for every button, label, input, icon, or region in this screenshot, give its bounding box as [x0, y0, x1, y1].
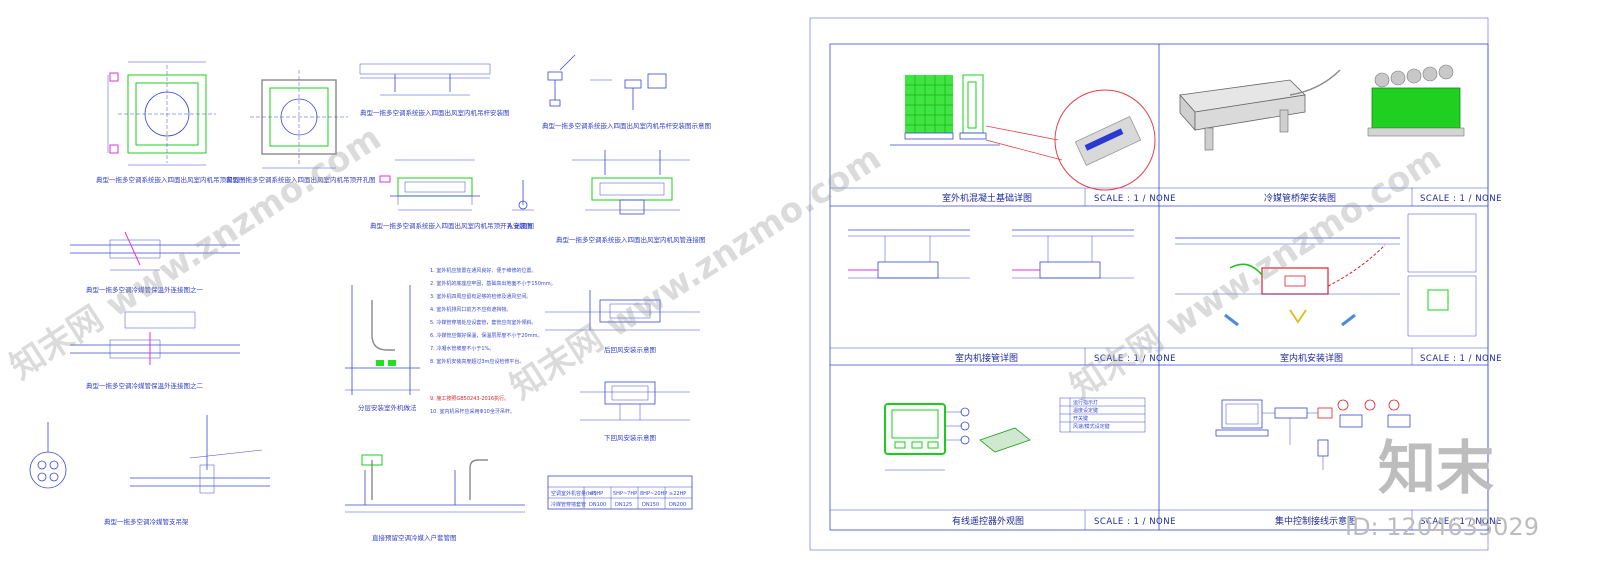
panel-scale-4: SCALE : 1 / NONE — [1420, 354, 1502, 364]
panel-pipe-bridge — [1179, 64, 1465, 151]
panel-title-5: 有线遥控器外观图 — [952, 515, 1024, 527]
panel-scale-1: SCALE : 1 / NONE — [1094, 194, 1176, 204]
table-cell-r1c5: ≥22HP — [669, 491, 686, 497]
caption-10: 典型一拖多空调冷媒管支吊架 — [104, 517, 189, 526]
panel-title-6: 集中控制接线示意图 — [1275, 515, 1356, 527]
note-6: 6. 冷媒管应做好保温，保温层厚度不小于20mm。 — [430, 332, 542, 339]
caption-12: 后回风安装示意图 — [604, 345, 656, 354]
detail-ceiling-opening: 典型一拖多空调系统嵌入四面出风室内机吊顶留洞图 — [96, 61, 246, 184]
detail-ceiling-cutout: 典型一拖多空调系统嵌入四面出风室内机吊顶开孔图 — [226, 70, 376, 184]
caption-13: 下回风安装示意图 — [604, 433, 656, 442]
detail-duct-connection: 典型一拖多空调系统嵌入四面出风室内机风管连接图 — [556, 150, 706, 244]
left-sheet: 典型一拖多空调系统嵌入四面出风室内机吊顶留洞图 典型一拖多空调系统嵌入四面出风室… — [29, 54, 711, 542]
detail-rod-schematic: 典型一拖多空调系统嵌入四面出风室内机吊杆安装图示意图 — [542, 54, 711, 130]
remote-legend-2: 温度设定键 — [1073, 407, 1098, 414]
panel-title-4: 室内机安装详图 — [1280, 352, 1343, 364]
table-cell-r2c1: 冷媒管穿墙套管 — [551, 501, 586, 508]
watermark-text-left: 知末网 www.znzmo.com — [3, 118, 388, 388]
sleeve-size-table: 空调室外机容量(HP) ≤5HP 5HP~7HP 8HP~20HP ≥22HP … — [547, 475, 693, 510]
caption-6: A 剖面图 — [508, 221, 534, 230]
watermark-text-center: 知末网 www.znzmo.com — [503, 138, 888, 408]
caption-8: 典型一拖多空调冷媒管保温外连接图之一 — [86, 285, 204, 294]
caption-1: 典型一拖多空调系统嵌入四面出风室内机吊顶留洞图 — [96, 175, 246, 184]
panel-indoor-install — [1175, 213, 1477, 337]
panel-title-3: 室内机接管详图 — [955, 352, 1018, 364]
note-7: 7. 冷凝水管坡度不小于1%。 — [430, 345, 494, 352]
notes-block: 1. 室外机应放置在通风良好、便于维修的位置。 2. 室外机的底座应牢固，基础高… — [430, 267, 556, 415]
detail-pipe-insulation-2: 典型一拖多空调冷媒管保温外连接图之二 — [70, 311, 240, 390]
table-cell-r2c2: DN100 — [589, 502, 606, 508]
note-8: 8. 室外机安装高度超过3m应设检修平台。 — [430, 358, 524, 365]
table-cell-r1c3: 5HP~7HP — [613, 491, 637, 497]
remote-legend-4: 风速/模式设定键 — [1073, 423, 1110, 430]
table-cell-r1c1: 空调室外机容量(HP) — [551, 490, 597, 497]
table-cell-r2c3: DN125 — [615, 502, 632, 508]
panel-remote-controller: 运行指示灯 温度设定键 开关键 风速/模式设定键 — [884, 397, 1146, 471]
outdoor-units-iso — [1367, 64, 1465, 137]
detail-pipe-sleeves: 直接预留空调冷媒入户套管图 — [345, 454, 525, 542]
caption-9: 典型一拖多空调冷媒管保温外连接图之二 — [86, 381, 204, 390]
caption-11: 分层安装室外机做法 — [358, 403, 417, 412]
caption-14: 直接预留空调冷媒入户套管图 — [372, 533, 457, 542]
detail-indoor-side: 典型一拖多空调系统嵌入四面出风室内机吊顶开孔安装图 — [370, 159, 533, 230]
caption-2: 典型一拖多空调系统嵌入四面出风室内机吊顶开孔图 — [226, 175, 376, 184]
right-sheet: 室外机混凝土基础详图 SCALE : 1 / NONE 冷媒管桥架安装图 SCA… — [809, 17, 1502, 551]
detail-a-section: A 剖面图 — [508, 180, 534, 230]
detail-pipe-support: 典型一拖多空调冷媒管支吊架 — [29, 415, 270, 526]
caption-4: 典型一拖多空调系统嵌入四面出风室内机吊杆安装图示意图 — [542, 121, 711, 130]
panel-scale-3: SCALE : 1 / NONE — [1094, 354, 1176, 364]
detail-rear-return: 后回风安装示意图 — [545, 290, 700, 354]
note-10: 10. 室内机吊杆应采用Φ10全牙吊杆。 — [430, 408, 515, 415]
note-1: 1. 室外机应放置在通风良好、便于维修的位置。 — [430, 267, 536, 274]
panel-indoor-piping — [848, 229, 1134, 279]
table-cell-r1c4: 8HP~20HP — [640, 491, 667, 497]
watermark-logo: 知末 — [1378, 434, 1494, 502]
panel-scale-6: SCALE : 1 / NONE — [1420, 517, 1502, 527]
panel-central-control — [1215, 399, 1411, 470]
panel-scale-5: SCALE : 1 / NONE — [1094, 517, 1176, 527]
note-2: 2. 室外机的底座应牢固，基础高出地面不小于150mm。 — [430, 280, 556, 287]
detail-hanger-rod: 典型一拖多空调系统嵌入四面出风室内机吊杆安装图 — [359, 63, 510, 117]
panel-title-1: 室外机混凝土基础详图 — [942, 192, 1032, 204]
table-cell-r2c4: DN150 — [642, 502, 659, 508]
note-9: 9. 施工按照GB50243-2016执行。 — [430, 395, 509, 402]
note-5: 5. 冷媒管穿墙处应设套管，套管应向室外倾斜。 — [430, 319, 536, 326]
detail-pipe-insulation-1: 典型一拖多空调冷媒管保温外连接图之一 — [70, 231, 240, 294]
caption-7: 典型一拖多空调系统嵌入四面出风室内机风管连接图 — [556, 235, 706, 244]
watermark-text-right: 知末网 www.znzmo.com — [1063, 138, 1448, 408]
note-3: 3. 室外机四周应留有足够的检修及通风空间。 — [430, 293, 531, 300]
watermark-id: ID: 1204635029 — [1345, 513, 1539, 541]
panel-scale-2: SCALE : 1 / NONE — [1420, 194, 1502, 204]
table-cell-r2c5: DN200 — [669, 502, 686, 508]
panel-outdoor-foundation — [890, 74, 1156, 191]
caption-3: 典型一拖多空调系统嵌入四面出风室内机吊杆安装图 — [360, 108, 510, 117]
panel-title-2: 冷媒管桥架安装图 — [1264, 192, 1336, 204]
detail-bottom-return: 下回风安装示意图 — [580, 381, 690, 442]
caption-5: 典型一拖多空调系统嵌入四面出风室内机吊顶开孔安装图 — [370, 221, 533, 230]
detail-layered-outdoor: 分层安装室外机做法 — [345, 285, 420, 412]
note-4: 4. 室外机排风口前方不应有遮挡物。 — [430, 306, 511, 313]
remote-legend-3: 开关键 — [1073, 415, 1088, 422]
remote-legend-1: 运行指示灯 — [1073, 399, 1098, 406]
table-cell-r1c2: ≤5HP — [589, 491, 603, 497]
